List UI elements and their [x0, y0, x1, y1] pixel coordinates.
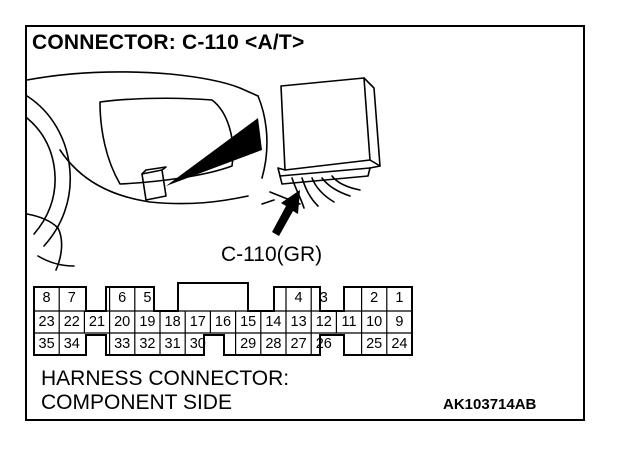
- connector-pin: 1: [395, 290, 404, 306]
- connector-pin: 33: [114, 336, 131, 352]
- connector-pin: 16: [214, 314, 232, 330]
- connector-pin: 9: [395, 314, 404, 330]
- connector-pin: 19: [139, 314, 156, 330]
- connector-pin: 22: [63, 314, 80, 330]
- connector-pin: 23: [38, 314, 55, 330]
- connector-pin: 5: [143, 290, 152, 306]
- connector-pin: 35: [38, 336, 55, 352]
- connector-pin: 25: [366, 336, 383, 352]
- connector-pin: 3: [319, 290, 328, 306]
- connector-pin: 17: [189, 314, 206, 330]
- connector-pin: 32: [139, 336, 156, 352]
- connector-pin: 34: [63, 336, 80, 352]
- connector-pin: 15: [240, 314, 257, 330]
- connector-title: CONNECTOR: C-110 <A/T>: [32, 31, 305, 54]
- connector-pin: 31: [164, 336, 181, 352]
- connector-pin: 8: [42, 290, 51, 306]
- column-line-2: [37, 255, 75, 267]
- connector-pin: 24: [391, 336, 408, 352]
- connector-pin: 14: [265, 314, 282, 330]
- callout-label: C-110(GR): [221, 243, 323, 266]
- connector-pin: 2: [370, 290, 379, 306]
- dashboard-edge-right: [257, 95, 268, 179]
- connector-pin: 27: [290, 336, 307, 352]
- figure-id: AK103714AB: [443, 396, 537, 413]
- dashboard-lower-curve: [59, 149, 249, 205]
- connector-pin: 13: [290, 314, 307, 330]
- callout-arrow: [272, 190, 300, 236]
- connector-pin: 30: [189, 336, 206, 352]
- connector-pin: 21: [88, 314, 106, 330]
- dash-connector: [141, 169, 167, 201]
- caption-component-side: COMPONENT SIDE: [41, 391, 232, 414]
- connector-pin: 11: [341, 314, 357, 330]
- caption-harness-connector: HARNESS CONNECTOR:: [41, 367, 290, 390]
- connector-pin: 29: [240, 336, 257, 352]
- leader-wedge: [166, 118, 262, 186]
- connector-pin: 12: [315, 314, 332, 330]
- diagram-frame: [25, 25, 585, 421]
- connector-pin: 28: [265, 336, 282, 352]
- dashboard-panel: [99, 97, 234, 185]
- connector-pin: 26: [315, 336, 332, 352]
- connector-pin: 18: [164, 314, 181, 330]
- connector-pin: 20: [114, 314, 131, 330]
- dashboard-outline: [26, 71, 259, 97]
- connector-pin: 4: [294, 290, 303, 306]
- connector-pin: 10: [366, 314, 383, 330]
- connector-pin: 6: [118, 290, 127, 306]
- connector-pin: 7: [67, 290, 76, 306]
- connector-outline: [33, 282, 413, 356]
- steering-wheel-arc-outer: [26, 95, 72, 247]
- column-line: [26, 213, 63, 271]
